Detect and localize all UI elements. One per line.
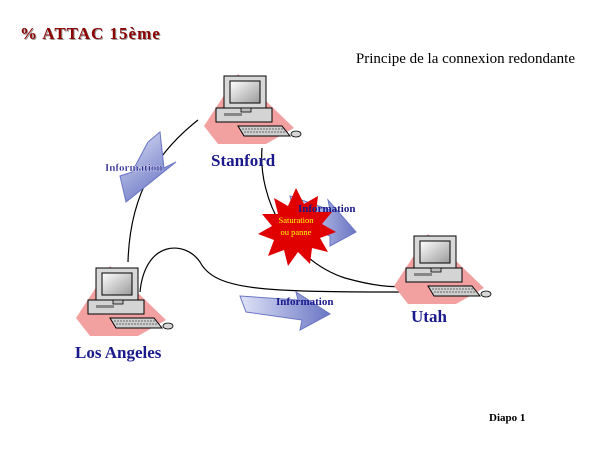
arrow-icon-info-top bbox=[119, 131, 177, 203]
link-losangeles-utah bbox=[139, 247, 401, 293]
link-stanford-utah bbox=[261, 147, 406, 288]
starburst-icon bbox=[258, 188, 336, 266]
computer-icon-stanford bbox=[203, 73, 302, 145]
info-label-bottom: Information bbox=[276, 296, 333, 308]
slide-number: Diapo 1 bbox=[489, 412, 526, 424]
failure-label-line2: ou panne bbox=[281, 227, 312, 237]
computer-icon-los-angeles bbox=[75, 265, 174, 337]
node-label-stanford: Stanford bbox=[211, 151, 276, 170]
computer-icon-utah bbox=[393, 233, 492, 305]
node-label-los-angeles: Los Angeles bbox=[75, 343, 162, 362]
diagram-subtitle: Principe de la connexion redondante bbox=[355, 51, 575, 67]
info-label-top: Information bbox=[105, 162, 162, 174]
page-title: % ATTAC 15ème bbox=[20, 24, 161, 43]
node-label-utah: Utah bbox=[411, 307, 447, 326]
arrow-icon-info-bottom bbox=[239, 290, 331, 331]
failure-label-line1: Saturation bbox=[279, 215, 315, 225]
info-label-blocked: Information bbox=[298, 203, 355, 215]
